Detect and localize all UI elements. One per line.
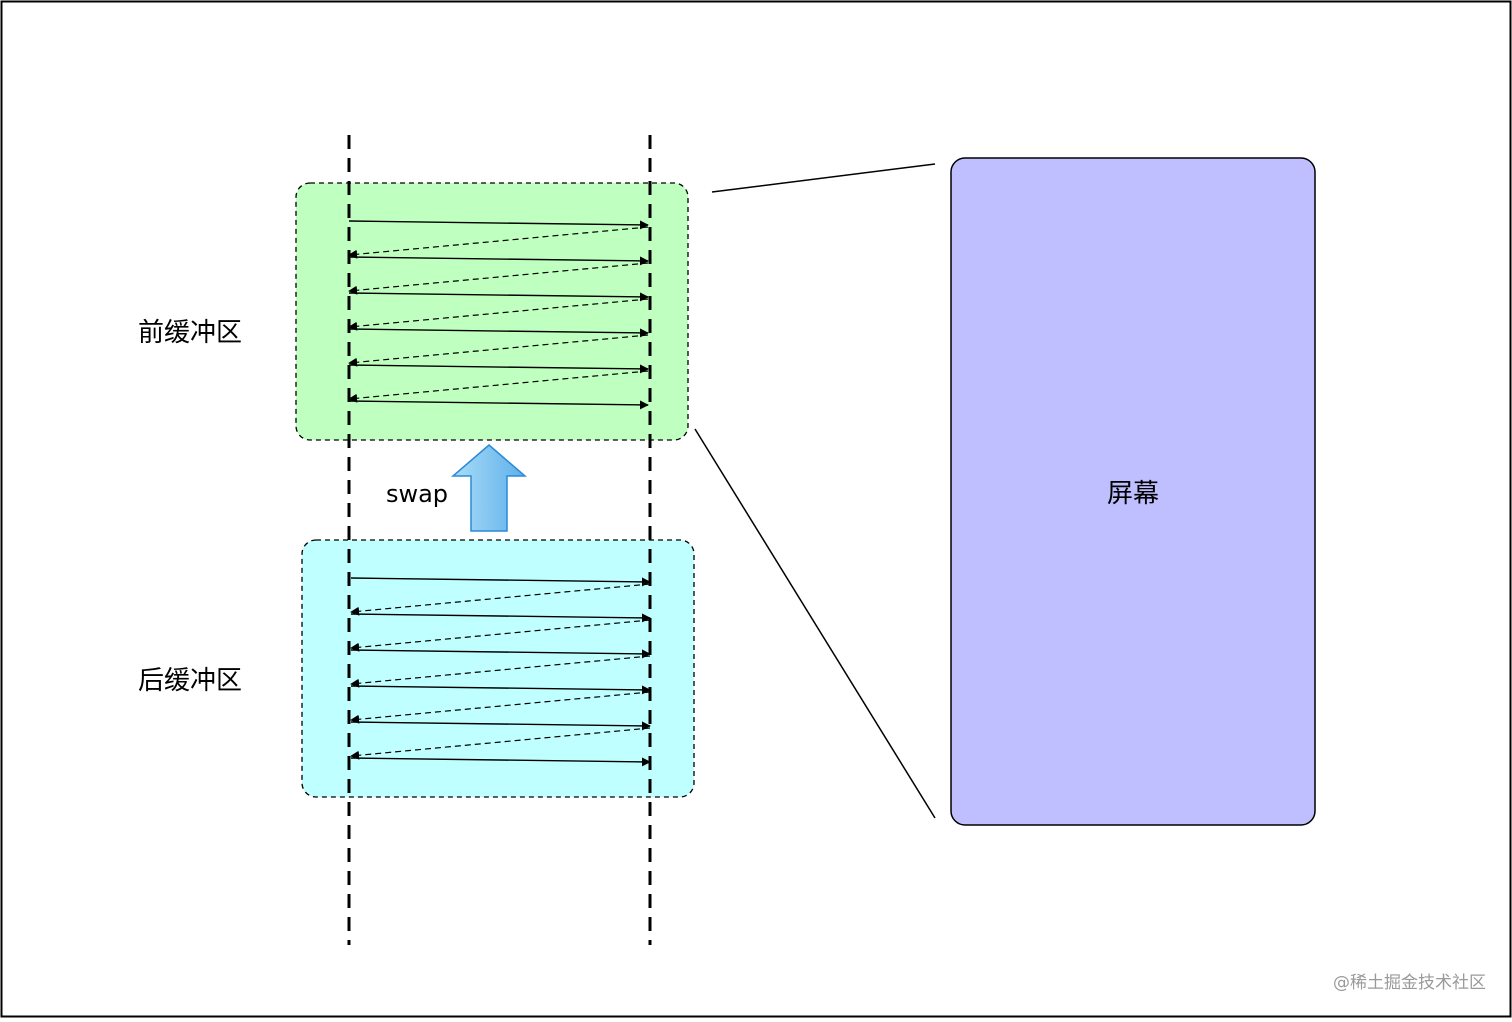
back-buffer-scanline	[350, 757, 651, 767]
back-buffer-scanline	[350, 721, 651, 731]
front-buffer-retrace-line	[348, 370, 649, 403]
swap-label: swap	[386, 480, 448, 508]
back-buffer-retrace-line	[350, 727, 651, 760]
back-buffer-scanline	[350, 685, 651, 695]
back-buffer-retrace-line	[350, 655, 651, 688]
back-buffer-scanline	[350, 613, 651, 623]
back-buffer-retrace-line	[350, 691, 651, 724]
projection-line-bottom	[694, 428, 936, 819]
front-buffer-retrace-line	[348, 334, 649, 367]
swap-arrow-icon	[450, 444, 528, 532]
front-buffer-scanline	[348, 220, 649, 230]
back-buffer-scanline	[350, 649, 651, 659]
back-buffer-label: 后缓冲区	[138, 666, 242, 696]
front-buffer-scanline	[348, 400, 649, 410]
back-buffer-retrace-line	[350, 583, 651, 616]
back-buffer-scanline	[350, 577, 651, 587]
screen-label: 屏幕	[1107, 479, 1159, 509]
watermark: @稀土掘金技术社区	[1333, 973, 1486, 993]
back-buffer-scanlines	[350, 577, 651, 767]
projection-line-top	[711, 163, 936, 193]
back-buffer-retrace-line	[350, 619, 651, 652]
front-buffer-scanlines	[348, 220, 649, 410]
front-buffer-scanline	[348, 328, 649, 338]
front-buffer-label: 前缓冲区	[138, 318, 242, 348]
front-buffer-retrace-line	[348, 298, 649, 331]
front-buffer-retrace-line	[348, 226, 649, 259]
screen-box	[950, 157, 1316, 826]
front-buffer-scanline	[348, 292, 649, 302]
front-buffer-box	[295, 182, 689, 441]
front-buffer-retrace-line	[348, 262, 649, 295]
front-buffer-scanline	[348, 256, 649, 266]
front-buffer-scanline	[348, 364, 649, 374]
